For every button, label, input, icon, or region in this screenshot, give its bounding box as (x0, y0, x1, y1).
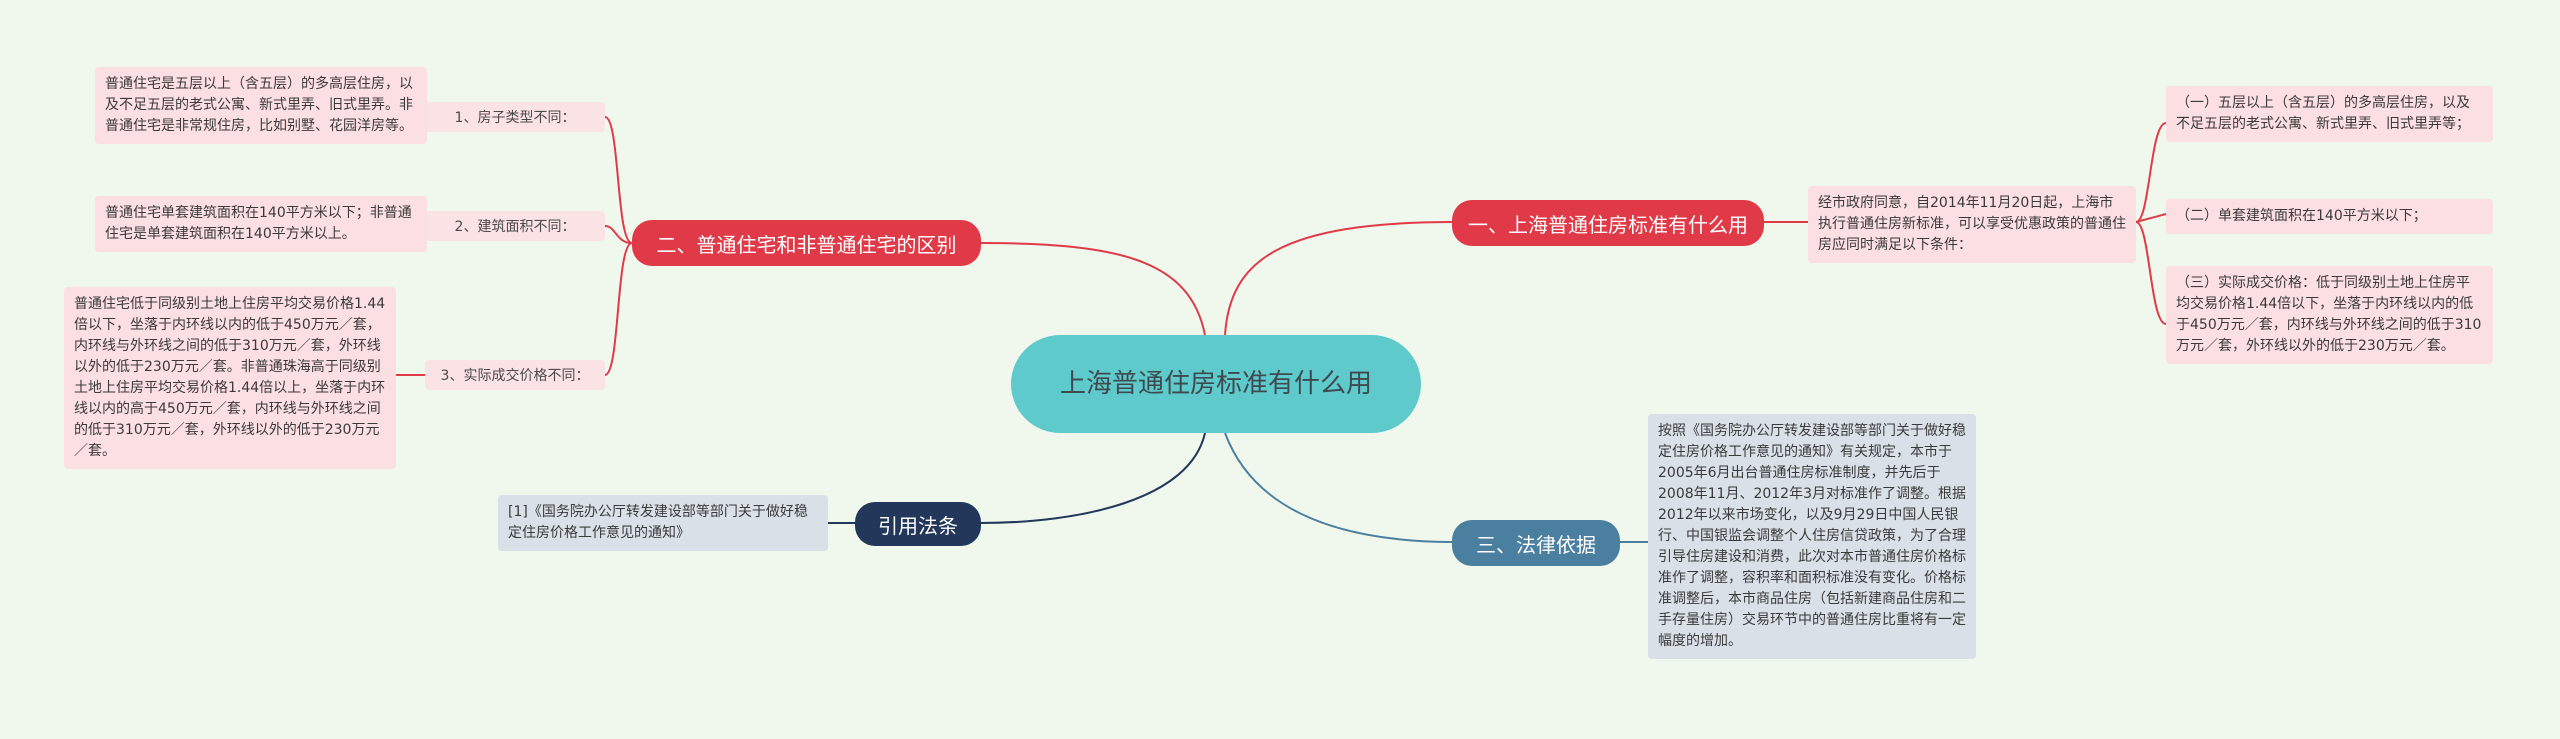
root-topic[interactable]: 上海普通住房标准有什么用 (1011, 335, 1421, 433)
condition-area: （二）单套建筑面积在140平方米以下； (2166, 199, 2493, 234)
legal-basis-detail: 按照《国务院办公厅转发建设部等部门关于做好稳定住房价格工作意见的通知》有关规定，… (1648, 414, 1976, 659)
detail-transaction-price: 普通住宅低于同级别土地上住房平均交易价格1.44倍以下，坐落于内环线以内的低于4… (64, 287, 396, 469)
branch-differences[interactable]: 二、普通住宅和非普通住宅的区别 (632, 220, 981, 266)
detail-house-type: 普通住宅是五层以上（含五层）的多高层住房，以及不足五层的老式公寓、新式里弄、旧式… (95, 67, 427, 144)
branch-legal-basis[interactable]: 三、法律依据 (1452, 520, 1620, 566)
usage-detail: 经市政府同意，自2014年11月20日起，上海市执行普通住房新标准，可以享受优惠… (1808, 186, 2136, 263)
sub-transaction-price[interactable]: 3、实际成交价格不同： (425, 360, 605, 390)
sub-house-type[interactable]: 1、房子类型不同： (425, 102, 605, 132)
detail-building-area: 普通住宅单套建筑面积在140平方米以下；非普通住宅是单套建筑面积在140平方米以… (95, 196, 427, 252)
cited-law-detail: [1]《国务院办公厅转发建设部等部门关于做好稳定住房价格工作意见的通知》 (498, 495, 828, 551)
condition-price: （三）实际成交价格：低于同级别土地上住房平均交易价格1.44倍以下，坐落于内环线… (2166, 266, 2493, 364)
branch-usage[interactable]: 一、上海普通住房标准有什么用 (1452, 200, 1764, 246)
condition-floors: （一）五层以上（含五层）的多高层住房，以及不足五层的老式公寓、新式里弄、旧式里弄… (2166, 86, 2493, 142)
sub-building-area[interactable]: 2、建筑面积不同： (425, 211, 605, 241)
branch-cited-law[interactable]: 引用法条 (855, 502, 981, 546)
